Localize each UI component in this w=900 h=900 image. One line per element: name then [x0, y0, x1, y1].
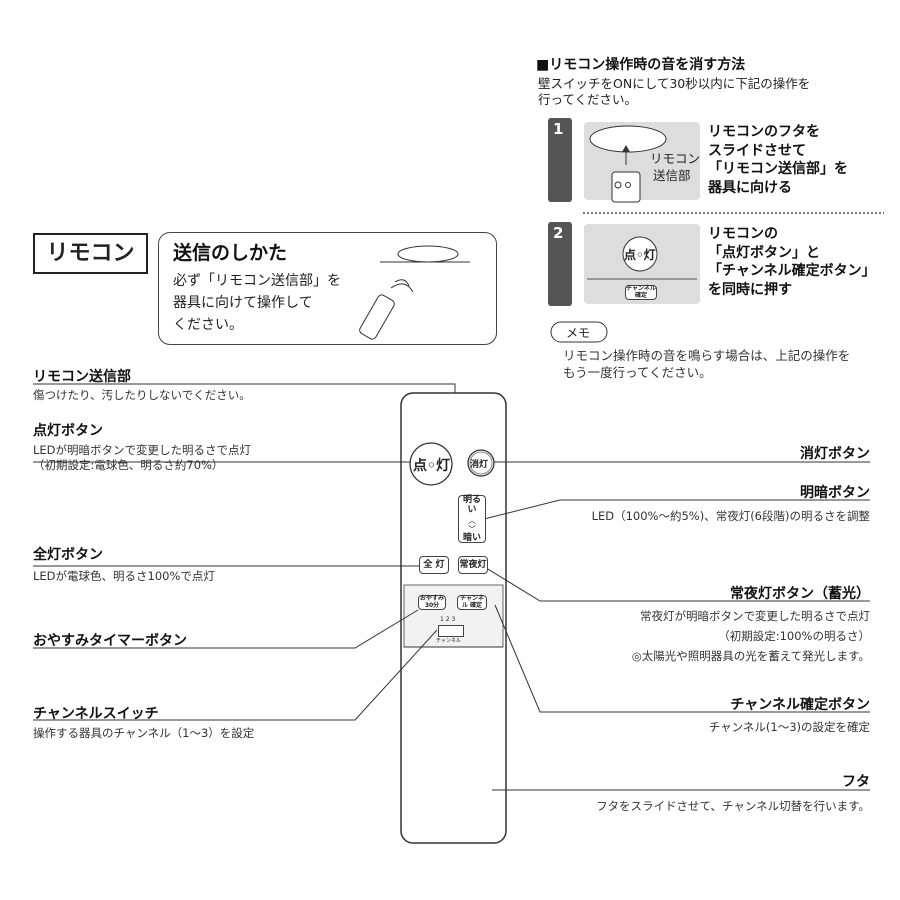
desc-line: 常夜灯が明暗ボタンで変更した明るさで点灯 — [640, 609, 870, 623]
remote-dimmer-button[interactable]: 明るい ︿﹀ 暗い — [458, 495, 486, 543]
desc-full-button: LEDが電球色、明るさ100%で点灯 — [33, 569, 215, 583]
channel-numbers: 1 2 3 — [440, 616, 456, 623]
step-line: 「リモコン送信部」を — [708, 161, 848, 177]
label-channel-confirm: チャンネル確定ボタン — [730, 697, 870, 713]
remote-night-button[interactable]: 常夜灯 — [458, 556, 488, 574]
label-lid: フタ — [842, 774, 870, 790]
remote-on-button[interactable]: 点◦灯 — [413, 458, 450, 474]
intro-line: 行ってください。 — [538, 92, 638, 107]
step2-text: リモコンの 「点灯ボタン」と 「チャンネル確定ボタン」 を同時に押す — [708, 225, 876, 299]
step1-panel-label: リモコン 送信部 — [650, 150, 700, 184]
step1-text: リモコンのフタを スライドさせて 「リモコン送信部」を 器具に向ける — [708, 123, 848, 197]
panel-label: リモコン — [650, 151, 701, 166]
panel-label: 送信部 — [653, 168, 691, 183]
desc-channel-switch: 操作する器具のチャンネル（1〜3）を設定 — [33, 726, 255, 740]
step-line: 「点灯ボタン」と — [708, 244, 820, 261]
remote-channel-confirm-button[interactable]: チャンネル 確定 — [457, 595, 487, 611]
desc-line: LEDが明暗ボタンで変更した明るさで点灯 — [33, 443, 252, 457]
panel-on-button: 点◦灯 — [624, 248, 656, 262]
label-channel-switch: チャンネルスイッチ — [33, 706, 159, 722]
step-line: スライドさせて — [708, 142, 806, 159]
channel-label: チャンネル — [436, 638, 461, 644]
label-night-button: 常夜灯ボタン（蓄光） — [730, 586, 870, 602]
howto-line: 器具に向けて操作して — [173, 295, 313, 311]
desc-on-button: LEDが明暗ボタンで変更した明るさで点灯（初期設定:電球色、明るさ約70%） — [33, 443, 251, 473]
remote-full-button[interactable]: 全 灯 — [419, 556, 449, 574]
desc-transmitter: 傷つけたり、汚したりしないでください。 — [33, 388, 251, 402]
step-line: 器具に向ける — [708, 179, 792, 196]
howto-title: 送信のしかた — [173, 242, 288, 264]
howto-text: 必ず「リモコン送信部」を 器具に向けて操作して ください。 — [173, 270, 341, 336]
desc-channel-confirm: チャンネル(1〜3)の設定を確定 — [708, 720, 870, 734]
bright-label: 明るい — [462, 495, 481, 515]
step-line: リモコンのフタを — [708, 124, 820, 140]
dark-label: 暗い — [462, 532, 481, 543]
desc-line: （初期設定:電球色、明るさ約70%） — [33, 458, 224, 472]
step-line: リモコンの — [708, 226, 778, 242]
desc-night-button: 常夜灯が明暗ボタンで変更した明るさで点灯 （初期設定:100%の明るさ） ◎太陽光や… — [632, 606, 870, 666]
step-number: 2 — [553, 224, 564, 242]
up-down-chevron-icon: ︿﹀ — [468, 515, 476, 534]
desc-line: （初期設定:100%の明るさ） — [718, 629, 870, 643]
memo-line: もう一度行ってください。 — [563, 365, 712, 380]
mute-title: ■リモコン操作時の音を消す方法 — [536, 57, 746, 73]
label-dimmer-button: 明暗ボタン — [800, 485, 870, 501]
desc-dimmer-button: LED（100%〜約5%)、常夜灯(6段階)の明るさを調整 — [591, 509, 870, 523]
desc-line: ◎太陽光や照明器具の光を蓄えて発光します。 — [631, 649, 870, 663]
step-line: を同時に押す — [708, 281, 792, 298]
desc-lid: フタをスライドさせて、チャンネル切替を行います。 — [596, 799, 870, 813]
label-full-button: 全灯ボタン — [33, 547, 103, 563]
remote-title-box: リモコン — [33, 233, 148, 274]
label-off-button: 消灯ボタン — [800, 446, 870, 462]
remote-body — [400, 392, 507, 844]
intro-line: 壁スイッチをONにして30秒以内に下記の操作を — [538, 76, 811, 91]
label-sleep-timer: おやすみタイマーボタン — [33, 633, 187, 649]
remote-off-button[interactable]: 消灯 — [470, 460, 489, 470]
memo-line: リモコン操作時の音を鳴らす場合は、上記の操作を — [563, 348, 851, 363]
remote-channel-switch[interactable] — [438, 625, 464, 637]
step-line: 「チャンネル確定ボタン」 — [708, 263, 876, 279]
label-on-button: 点灯ボタン — [33, 423, 103, 439]
memo-text: リモコン操作時の音を鳴らす場合は、上記の操作を もう一度行ってください。 — [563, 347, 850, 381]
howto-box — [158, 232, 497, 345]
panel-channel-confirm-button: チャンネル確定 — [625, 285, 657, 301]
howto-line: ください。 — [173, 317, 243, 333]
step-number: 1 — [553, 120, 564, 138]
remote-sleep-button[interactable]: おやすみ 30分 — [418, 595, 446, 611]
memo-label: メモ — [566, 326, 591, 340]
howto-line: 必ず「リモコン送信部」を — [173, 273, 341, 289]
mute-intro: 壁スイッチをONにして30秒以内に下記の操作を 行ってください。 — [538, 76, 810, 108]
label-transmitter: リモコン送信部 — [33, 369, 131, 385]
